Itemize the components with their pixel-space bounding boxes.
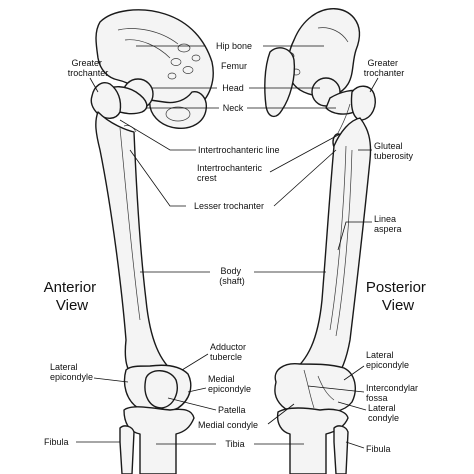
- label-linea-aspera: Linea aspera: [374, 214, 402, 234]
- label-greater-trochanter-right: Greater trochanter: [364, 58, 405, 78]
- anterior-femur-illustration: [90, 9, 214, 474]
- label-lateral-epicondyle-left: Lateral epicondyle: [50, 362, 93, 382]
- label-medial-condyle: Medial condyle: [198, 420, 258, 430]
- label-intertrochanteric-line: Intertrochanteric line: [198, 145, 280, 155]
- label-anterior-view: Anterior View: [44, 279, 101, 314]
- label-tibia: Tibia: [225, 439, 244, 449]
- label-hip-bone: Hip bone: [216, 41, 252, 51]
- anterior-femur-shaft: [95, 111, 179, 386]
- posterior-femur-shaft: [289, 117, 372, 387]
- label-fibula-right: Fibula: [366, 444, 391, 454]
- label-medial-epicondyle: Medial epicondyle: [208, 374, 251, 394]
- label-lateral-epicondyle-right: Lateral epicondyle: [366, 350, 409, 370]
- label-femur: Femur: [221, 61, 247, 71]
- anterior-patella: [144, 370, 178, 409]
- label-lesser-trochanter: Lesser trochanter: [194, 201, 264, 211]
- label-intercondylar-fossa: Intercondylar fossa: [366, 383, 421, 403]
- label-head: Head: [222, 83, 244, 93]
- label-adductor-tubercle: Adductor tubercle: [210, 342, 249, 362]
- labels: Hip bone Femur Head Neck Greater trochan…: [44, 41, 430, 454]
- label-posterior-view: Posterior View: [366, 279, 430, 314]
- label-neck: Neck: [223, 103, 244, 113]
- label-gluteal-tuberosity: Gluteal tuberosity: [374, 141, 414, 161]
- label-intertrochanteric-crest: Intertrochanteric crest: [197, 163, 265, 183]
- leader-lines: [76, 45, 379, 449]
- label-fibula-left: Fibula: [44, 437, 69, 447]
- label-body-shaft: Body (shaft): [219, 266, 245, 286]
- label-patella: Patella: [218, 405, 246, 415]
- label-lateral-condyle: Lateral condyle: [368, 403, 399, 423]
- posterior-femur-illustration: [264, 8, 376, 474]
- label-greater-trochanter-left: Greater trochanter: [68, 58, 109, 78]
